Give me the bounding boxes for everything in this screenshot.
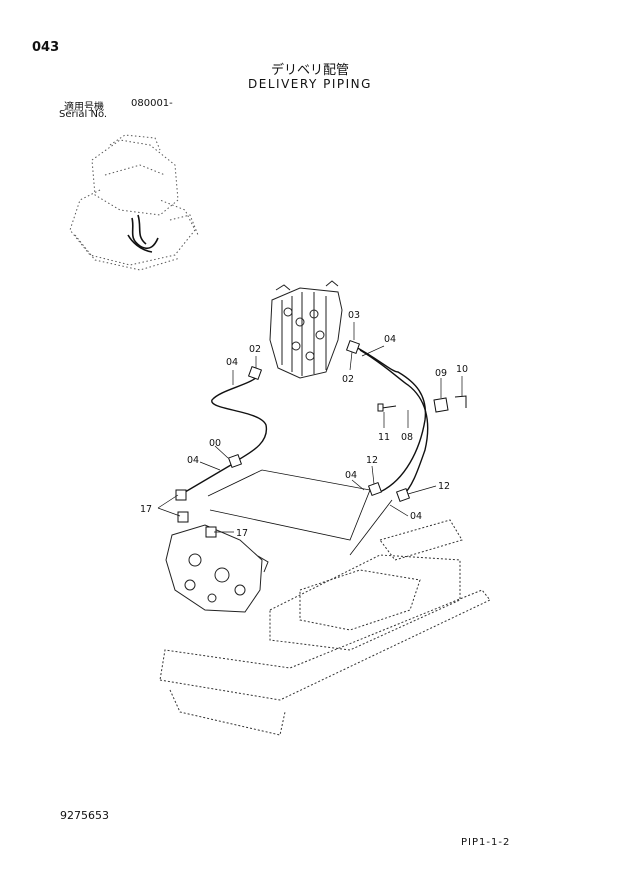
serial-label-english: Serial No. xyxy=(59,109,108,120)
page-title-english: DELIVERY PIPING xyxy=(248,77,372,91)
callout-00: 00 xyxy=(209,438,221,449)
document-number: 9275653 xyxy=(60,809,109,822)
delivery-hoses xyxy=(179,345,429,497)
callout-11: 11 xyxy=(378,432,390,443)
fittings xyxy=(175,339,467,538)
callout-04: 04 xyxy=(410,511,422,522)
callout-03: 03 xyxy=(348,310,360,321)
callout-02: 02 xyxy=(249,344,261,355)
upper-frame xyxy=(159,519,491,736)
callout-09: 09 xyxy=(435,368,447,379)
callout-17: 17 xyxy=(236,528,248,539)
thumbnail-highlight-hoses xyxy=(127,214,159,253)
page-reference: PIP1-1-2 xyxy=(461,837,511,848)
callout-10: 10 xyxy=(456,364,468,375)
reference-lines xyxy=(207,469,393,556)
control-valve xyxy=(269,280,343,379)
callout-08: 08 xyxy=(401,432,413,443)
callout-04: 04 xyxy=(345,470,357,481)
callout-labels: 03 04 02 04 02 09 10 11 08 00 04 12 04 1… xyxy=(140,310,468,539)
callout-17: 17 xyxy=(140,504,152,515)
callout-12: 12 xyxy=(438,481,450,492)
leader-lines xyxy=(157,322,463,533)
callout-04: 04 xyxy=(384,334,396,345)
callout-02: 02 xyxy=(342,374,354,385)
serial-label-japanese: 適用号機 xyxy=(64,102,104,113)
callout-12: 12 xyxy=(366,455,378,466)
serial-value: 080001- xyxy=(131,98,173,109)
callout-04: 04 xyxy=(187,455,199,466)
callout-04: 04 xyxy=(226,357,238,368)
page-title-japanese: デリベリ配管 xyxy=(270,63,349,78)
page-number: 043 xyxy=(32,40,60,55)
hydraulic-pump xyxy=(165,524,269,613)
machine-thumbnail-icon xyxy=(69,134,199,271)
